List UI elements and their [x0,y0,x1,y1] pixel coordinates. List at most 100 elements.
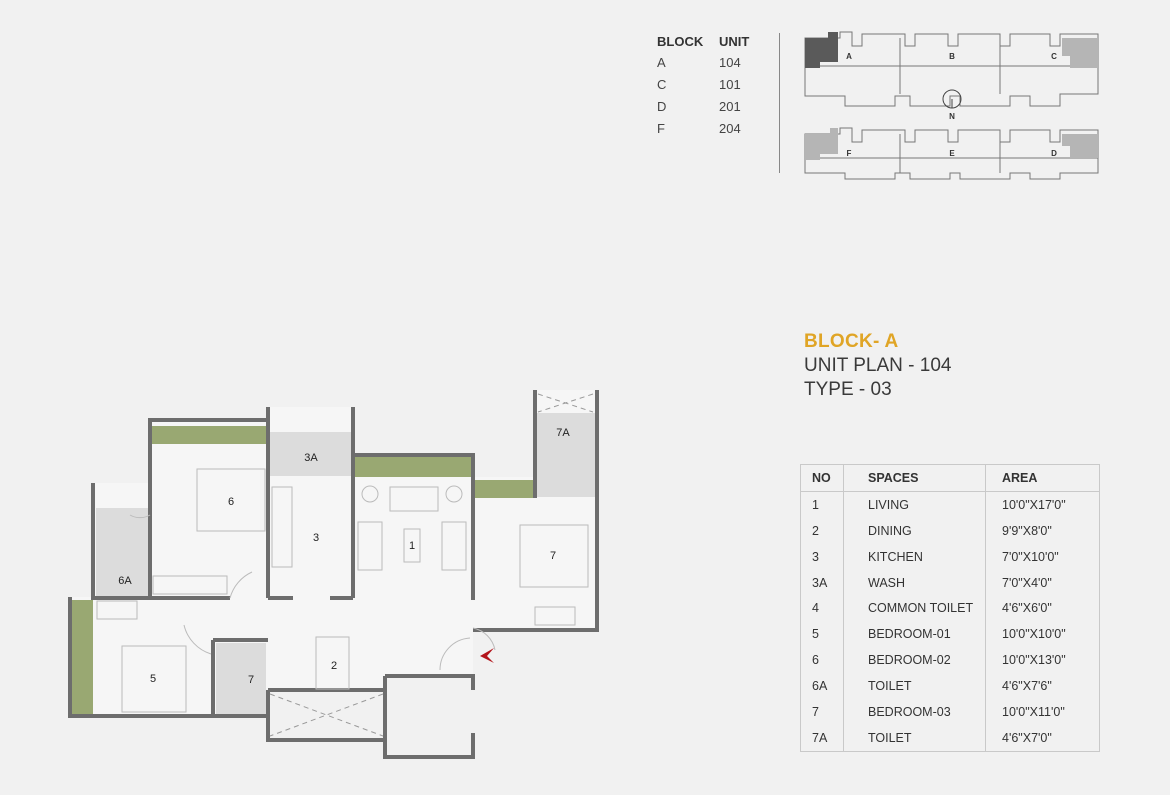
block-label-e: E [949,149,955,158]
no-cell: 6 [800,647,844,674]
block-label-a: A [846,52,852,61]
unit-a-104-highlight [805,32,838,68]
area-cell: 4'6"X7'0" [1002,730,1052,745]
type-title: TYPE - 03 [804,379,892,400]
unit-cell: 104 [719,55,741,70]
area-cell: 7'0"X4'0" [1002,575,1052,590]
bed [121,645,187,713]
balcony-bedroom1 [72,600,93,714]
balcony-bedroom2 [152,426,268,444]
area-cell: 4'6"X7'6" [1002,679,1052,694]
unit-f-highlight [805,128,838,160]
space-cell: BEDROOM-02 [843,647,986,674]
block-cell: D [657,99,667,114]
area-cell: 10'0"X11'0" [1002,704,1065,719]
unit-plan-title: UNIT PLAN - 104 [804,355,952,376]
room-label-wash: 3A [304,452,318,464]
block-label-f: F [847,149,852,158]
space-cell: KITCHEN [843,543,986,570]
common-toilet-area [216,643,266,715]
area-cell: 9'9"X8'0" [1002,523,1052,538]
block-cell: C [657,77,667,92]
room-label-kitchen: 3 [313,532,319,544]
open-balcony [269,393,594,737]
no-header: NO [800,464,844,492]
divider [779,33,780,173]
key-plan-bottom-wing [804,127,1099,180]
no-cell: 7A [800,724,844,752]
block-label-b: B [949,52,955,61]
space-cell: COMMON TOILET [843,595,986,622]
table-header-row: NO SPACES AREA [800,464,1100,492]
wardrobe [152,575,228,595]
block-cell: F [657,121,665,136]
space-cell: BEDROOM-03 [843,699,986,725]
space-cell: BEDROOM-01 [843,621,986,648]
no-cell: 5 [800,621,844,648]
no-cell: 6A [800,673,844,700]
room-label-bedroom3: 7 [550,550,556,562]
room-label-bedroom1: 5 [150,673,156,685]
block-label-c: C [1051,52,1057,61]
spaces-header: SPACES [843,464,986,492]
dining-table [315,636,350,690]
compass-label: N [949,112,955,121]
balcony-bedroom3 [475,480,533,498]
no-cell: 4 [800,595,844,622]
block-header: BLOCK [657,34,704,49]
no-cell: 3 [800,543,844,570]
wash-area [270,432,352,476]
space-cell: DINING [843,517,986,544]
wardrobe [96,600,138,620]
unit-cell: 201 [719,99,741,114]
key-plan-top-wing [804,31,1099,107]
block-label-d: D [1051,149,1057,158]
compass-icon [942,89,962,109]
unit-header: UNIT [719,34,750,49]
unit-cell: 204 [719,121,741,136]
room-label-bedroom2: 6 [228,496,234,508]
no-cell: 1 [800,491,844,518]
block-cell: A [657,55,666,70]
toilet-6a-area [96,508,150,598]
room-label-toilet-7a: 7A [556,427,570,439]
block-title: BLOCK- A [804,331,899,352]
unit-d-highlight [1062,134,1098,158]
unit-c-highlight [1062,38,1098,68]
space-cell: WASH [843,569,986,596]
bed [196,468,266,532]
balcony-living [355,457,471,477]
toilet-7a-area [536,413,595,497]
room-label-living: 1 [409,540,415,552]
coffee-table [403,528,421,563]
room-label-common-toilet: 7 [248,674,254,686]
no-cell: 2 [800,517,844,544]
area-cell: 7'0"X10'0" [1002,549,1059,564]
sofa [389,486,439,512]
wardrobe [534,606,576,626]
area-cell: 10'0"X13'0" [1002,653,1066,668]
area-cell: 4'6"X6'0" [1002,601,1052,616]
area-cell: 10'0"X17'0" [1002,497,1066,512]
area-header: AREA [985,464,1100,492]
entry-arrow-icon [480,648,494,663]
area-cell: 10'0"X10'0" [1002,627,1066,642]
bed [519,524,589,588]
room-label-toilet-6a: 6A [118,575,132,587]
no-cell: 7 [800,699,844,725]
space-cell: LIVING [843,491,986,518]
space-cell: TOILET [843,673,986,700]
space-cell: TOILET [843,724,986,752]
floor-plan: 1 2 3 3A 5 6 6A 7 7 7A [68,390,599,759]
